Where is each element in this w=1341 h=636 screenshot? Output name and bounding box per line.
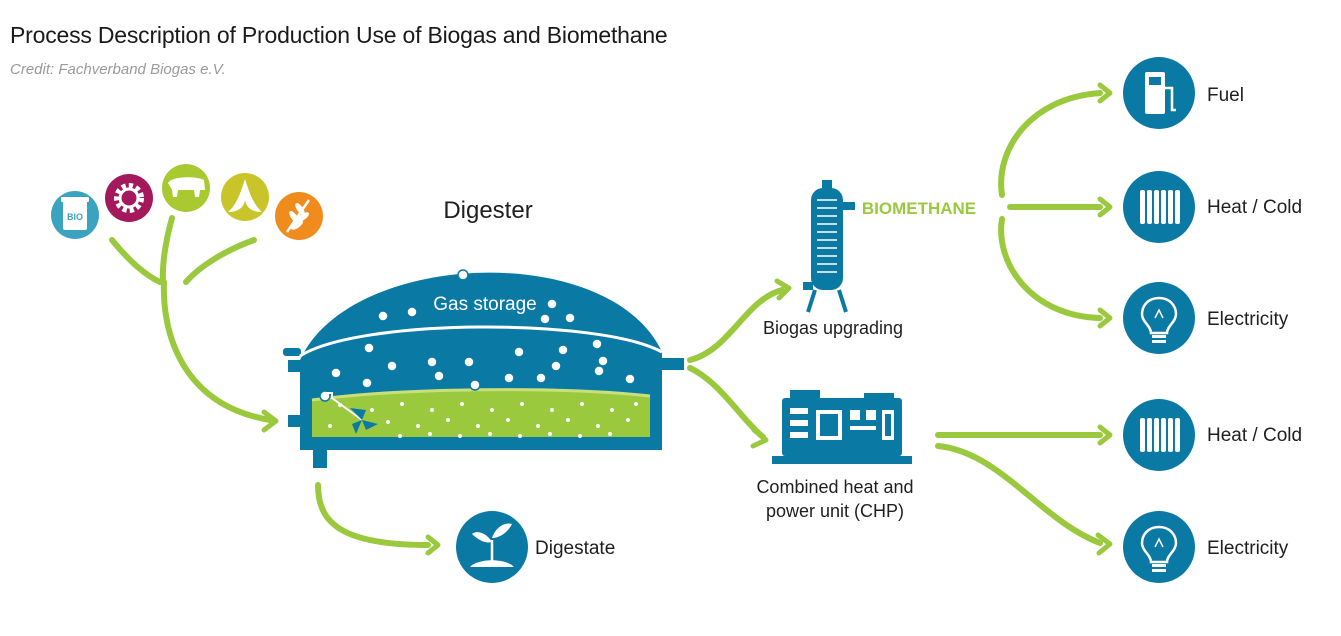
feed-arrow-3 <box>183 237 257 285</box>
chp-label-line2: power unit (CHP) <box>766 501 904 521</box>
digester-label: Digester <box>443 197 532 224</box>
upgrading-column-icon <box>803 180 855 313</box>
chp-label-line1: Combined heat and <box>756 477 913 497</box>
upgrading-arrow <box>687 287 785 363</box>
biogas-upgrading-label: Biogas upgrading <box>763 318 903 338</box>
light-bulb-icon <box>1123 282 1195 354</box>
heat-cold-bottom-label: Heat / Cold <box>1207 425 1302 446</box>
chp-arrow <box>687 365 766 440</box>
grain-icon <box>275 192 323 240</box>
fuel-label: Fuel <box>1207 85 1244 106</box>
bio-bin-icon: BIO <box>51 191 99 239</box>
food-waste-icon <box>221 173 269 221</box>
gas-bubbles <box>319 269 636 402</box>
radiator-icon <box>1123 171 1195 243</box>
feed-arrow-2 <box>159 215 175 285</box>
page-title: Process Description of Production Use of… <box>10 22 668 48</box>
electricity-top-label: Electricity <box>1207 309 1289 330</box>
flow-arrows <box>109 90 1103 548</box>
arrow-heads <box>261 82 1113 556</box>
digestate-arrow <box>315 482 431 548</box>
gas-storage-label: Gas storage <box>433 294 537 315</box>
light-bulb-icon <box>1123 511 1195 583</box>
mixer-icon <box>326 392 378 434</box>
seedling-icon <box>456 511 528 583</box>
chp-elec-arrow <box>935 443 1103 546</box>
digestate-label: Digestate <box>535 538 615 559</box>
credit-line: Credit: Fachverband Biogas e.V. <box>10 61 226 78</box>
substrate-particles <box>328 402 638 438</box>
bio-bin-label: BIO <box>67 212 83 222</box>
chp-engine-icon <box>772 390 912 464</box>
fuel-pump-icon <box>1123 57 1195 129</box>
bm-split-top <box>998 90 1103 198</box>
feed-main-arrow <box>160 279 273 423</box>
biomethane-label: BIOMETHANE <box>862 199 976 218</box>
electricity-bottom-label: Electricity <box>1207 538 1289 559</box>
industry-gear-icon <box>105 174 153 222</box>
livestock-icon <box>162 164 210 212</box>
feed-arrow-1 <box>109 237 163 285</box>
bm-split-bottom <box>998 216 1103 321</box>
heat-cold-top-label: Heat / Cold <box>1207 197 1302 218</box>
radiator-icon <box>1123 399 1195 471</box>
